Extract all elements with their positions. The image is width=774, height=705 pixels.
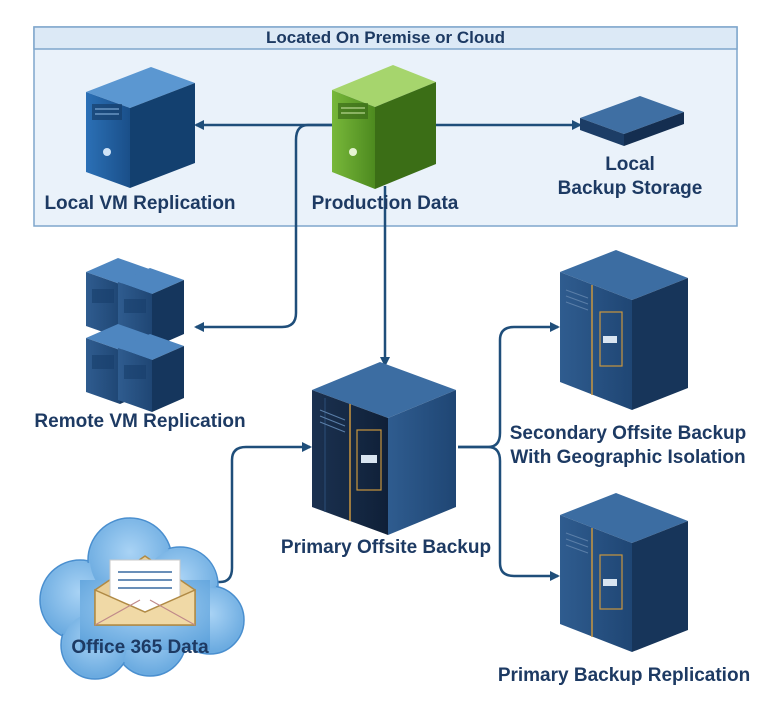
label-secondary-offsite-backup-line1: Secondary Offsite Backup xyxy=(509,423,747,444)
label-remote-vm-replication: Remote VM Replication xyxy=(34,411,246,432)
label-production-data: Production Data xyxy=(311,193,459,214)
connectors xyxy=(194,120,582,584)
storage-appliance-icon xyxy=(580,96,684,146)
label-local-backup-storage-line1: Local xyxy=(605,154,655,175)
region-title: Located On Premise or Cloud xyxy=(266,28,505,47)
label-local-vm-replication: Local VM Replication xyxy=(44,193,236,214)
label-primary-offsite-backup: Primary Offsite Backup xyxy=(280,537,492,558)
server-rack-icon xyxy=(312,362,456,535)
arrow-production-to-remote-vm xyxy=(194,123,333,332)
server-rack-icon xyxy=(560,250,688,410)
cloud-mail-icon xyxy=(39,517,245,680)
arrow-primary-to-secondary-offsite xyxy=(458,322,560,449)
label-primary-backup-replication: Primary Backup Replication xyxy=(497,665,751,686)
server-rack-icon xyxy=(560,493,688,652)
server-cluster-icon xyxy=(86,258,184,412)
arrow-office365-to-primary-offsite xyxy=(205,442,312,584)
label-office-365-data: Office 365 Data xyxy=(71,637,209,658)
label-local-backup-storage-line2: Backup Storage xyxy=(557,178,703,199)
server-tower-icon xyxy=(86,67,195,188)
arrow-primary-to-backup-replication xyxy=(458,445,560,581)
envelope-icon xyxy=(94,555,196,626)
server-tower-icon xyxy=(332,65,436,189)
label-secondary-offsite-backup-line2: With Geographic Isolation xyxy=(510,447,746,468)
